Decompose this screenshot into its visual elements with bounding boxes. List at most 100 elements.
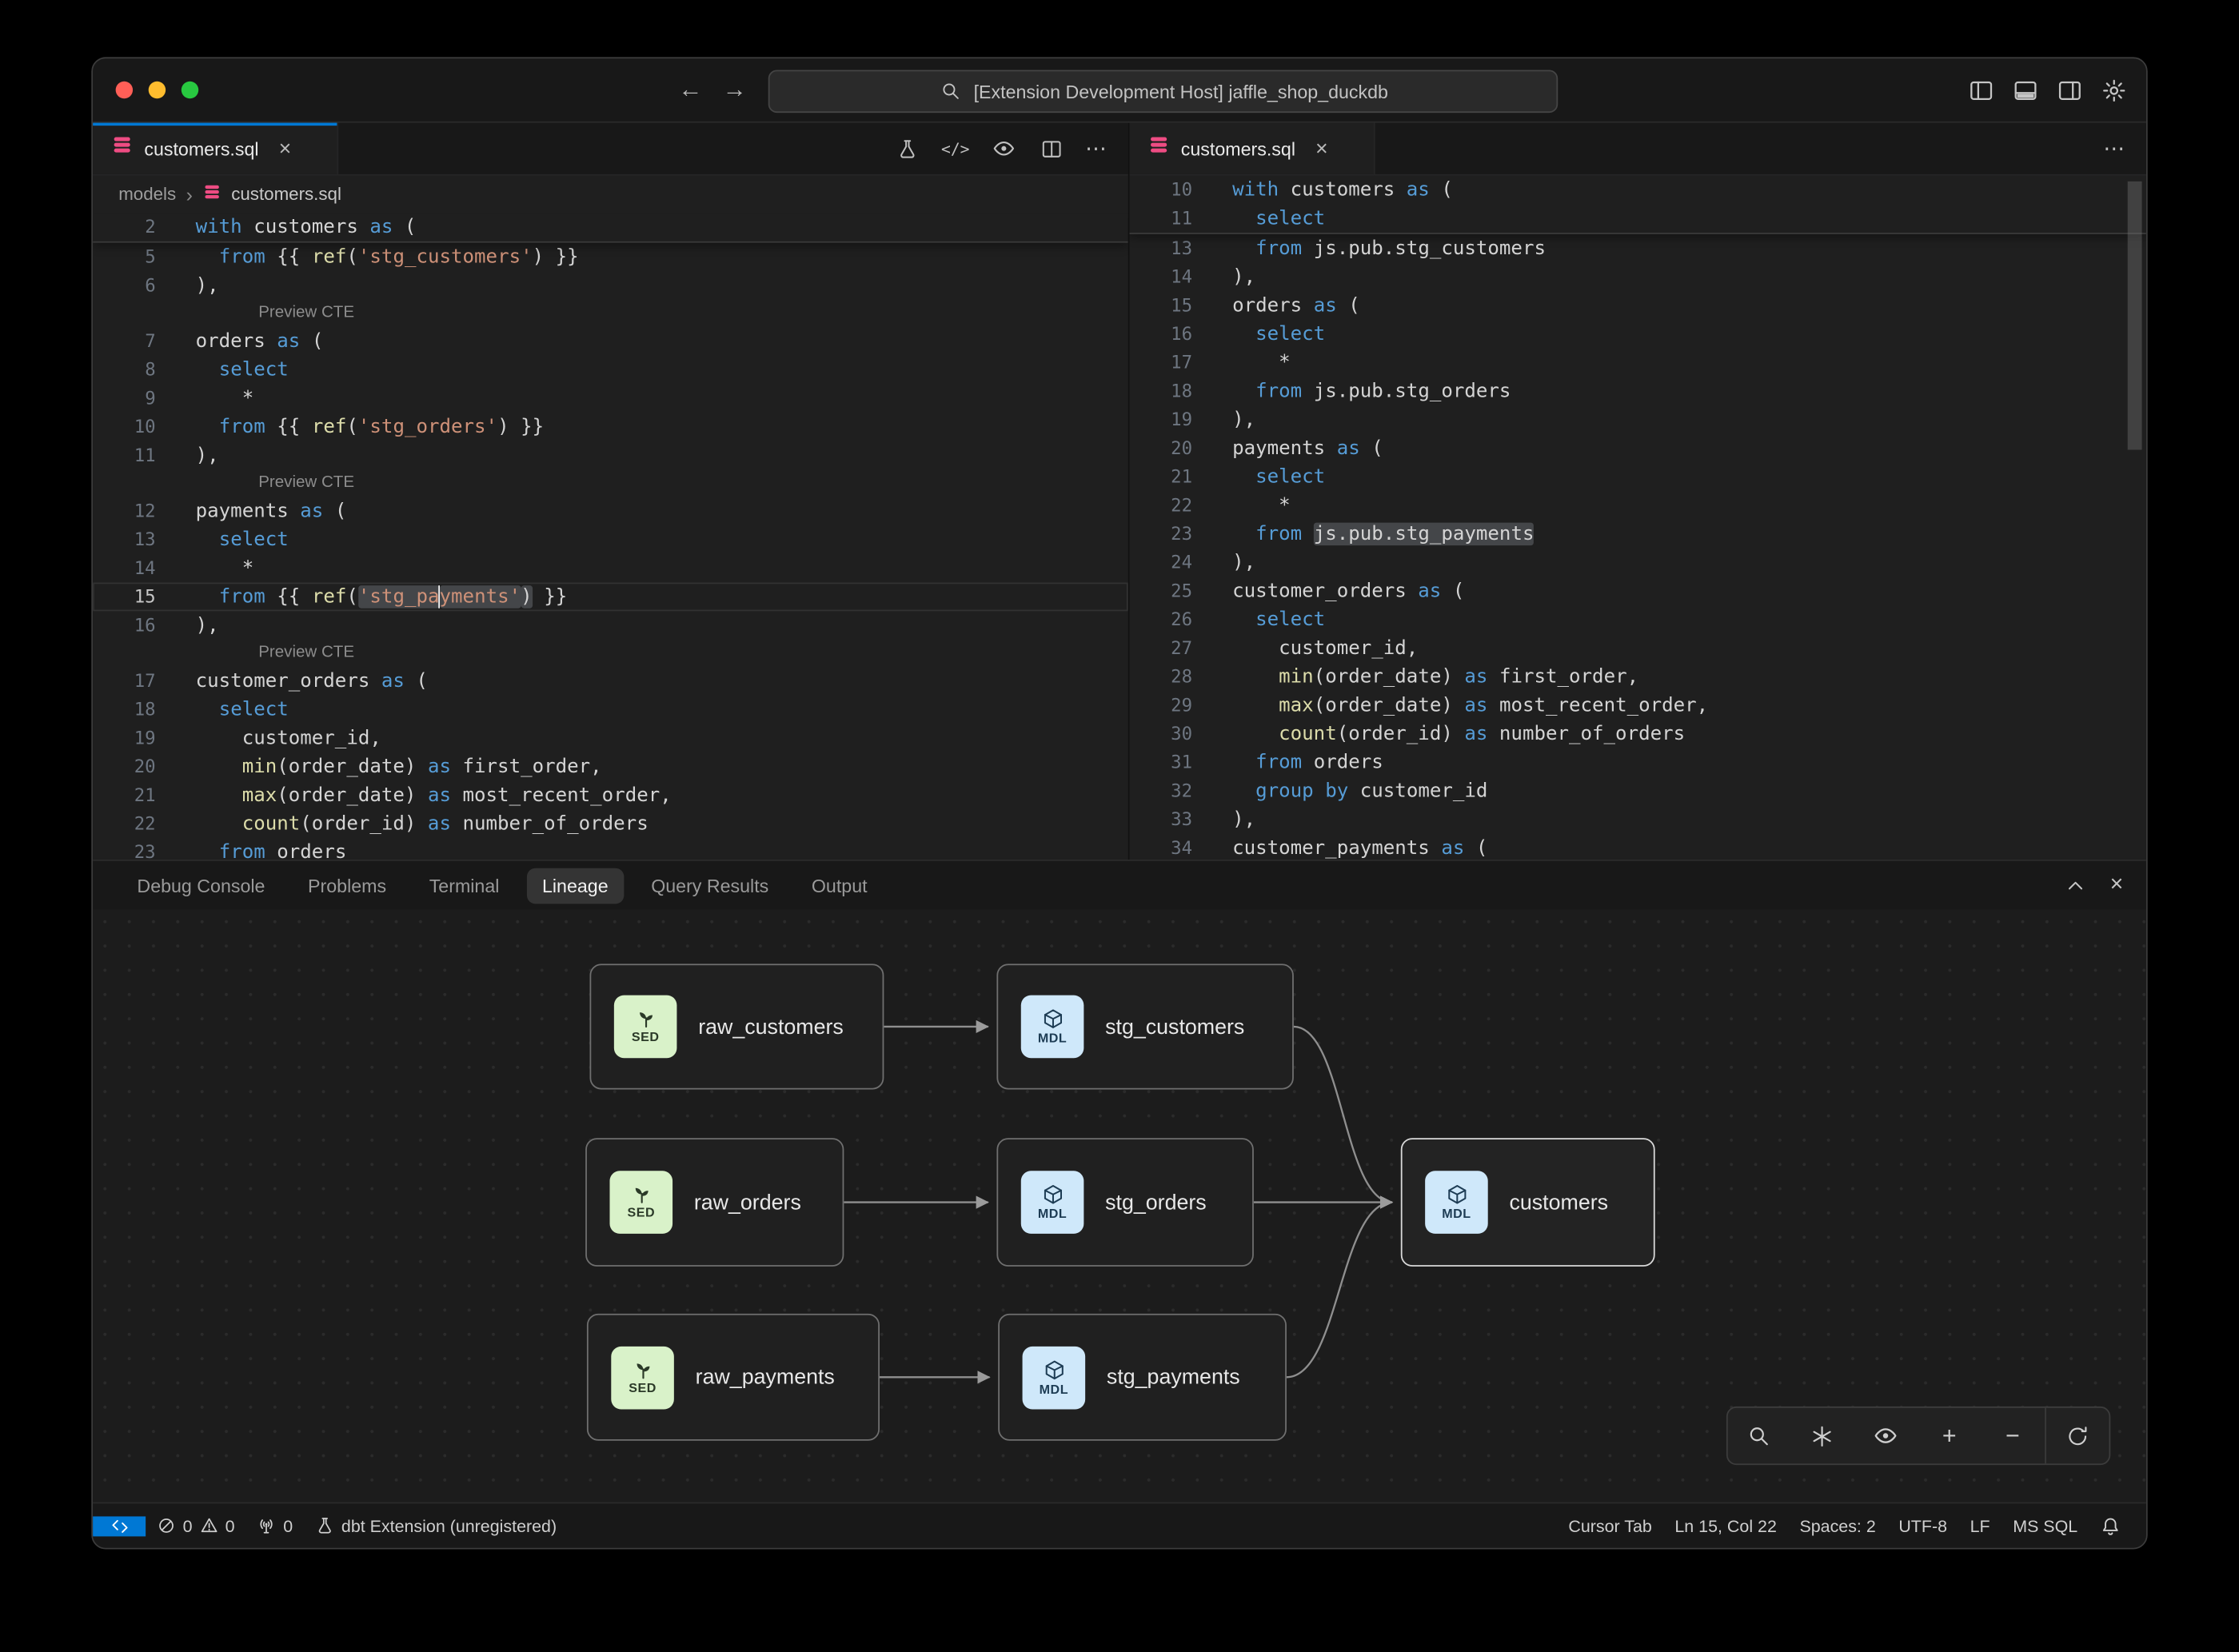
chevron-up-icon[interactable] <box>2063 872 2089 898</box>
editor-group-container: customers.sql × </> <box>93 123 2146 860</box>
code-line: 11), <box>93 441 1128 470</box>
status-bar: 0 0 0 dbt Extension (unregistered) Curso… <box>93 1502 2146 1548</box>
visibility-eye-icon[interactable] <box>1854 1408 1918 1464</box>
search-icon[interactable] <box>1728 1408 1791 1464</box>
code-editor-right[interactable]: 10with customers as (11 select 13 from j… <box>1129 176 2145 860</box>
lineage-node-stg_payments[interactable]: MDLstg_payments <box>998 1314 1287 1441</box>
zoom-window-button[interactable] <box>182 82 198 98</box>
code-line: 16 select <box>1129 320 2145 349</box>
code-text: from js.pub.stg_customers <box>1232 234 1546 263</box>
code-lens-preview-cte[interactable]: Preview CTE <box>258 640 354 667</box>
code-lens-preview-cte[interactable]: Preview CTE <box>258 300 354 327</box>
panel-tab-query-results[interactable]: Query Results <box>636 868 784 904</box>
code-lens-row[interactable]: Preview CTE <box>93 300 1128 327</box>
line-number: 20 <box>1129 434 1192 463</box>
ports-status[interactable]: 0 <box>246 1516 305 1536</box>
line-number: 32 <box>1129 776 1192 805</box>
lineage-node-raw_orders[interactable]: SEDraw_orders <box>585 1138 844 1267</box>
zoom-out-icon[interactable]: − <box>1981 1408 2044 1464</box>
panel-tab-lineage[interactable]: Lineage <box>526 868 624 904</box>
status-item-lf[interactable]: LF <box>1958 1516 2002 1536</box>
bell-icon[interactable] <box>2089 1516 2132 1536</box>
lineage-node-stg_orders[interactable]: MDLstg_orders <box>996 1138 1253 1267</box>
preview-eye-icon[interactable] <box>991 136 1016 162</box>
line-number: 21 <box>1129 463 1192 492</box>
close-window-button[interactable] <box>116 82 133 98</box>
tab-customers-sql-compiled[interactable]: customers.sql × <box>1129 123 1375 174</box>
flask-icon[interactable] <box>894 136 920 162</box>
panel-tab-terminal[interactable]: Terminal <box>413 868 515 904</box>
lineage-node-customers[interactable]: MDLcustomers <box>1401 1138 1655 1267</box>
code-lens-preview-cte[interactable]: Preview CTE <box>258 469 354 497</box>
code-text: max(order_date) as most_recent_order, <box>196 781 672 810</box>
layout-sidebar-left-icon[interactable] <box>1968 77 1994 102</box>
layout-panel-icon[interactable] <box>2012 77 2037 102</box>
seed-icon: SED <box>614 996 677 1059</box>
line-number: 31 <box>1129 748 1192 777</box>
lineage-node-raw_payments[interactable]: SEDraw_payments <box>587 1314 880 1441</box>
vscode-window: ← → [Extension Development Host] jaffle_… <box>91 57 2147 1549</box>
lineage-canvas[interactable]: + − SEDraw_customersMDLstg_customersSEDr… <box>93 909 2146 1502</box>
panel-tab-debug-console[interactable]: Debug Console <box>122 868 281 904</box>
layout-sidebar-right-icon[interactable] <box>2056 77 2081 102</box>
close-tab-icon[interactable]: × <box>279 137 292 161</box>
code-text: orders as ( <box>196 327 324 356</box>
command-center-text: [Extension Development Host] jaffle_shop… <box>974 81 1388 102</box>
dbt-extension-status[interactable]: dbt Extension (unregistered) <box>304 1516 568 1536</box>
more-actions-icon[interactable]: ⋯ <box>1085 136 1108 162</box>
code-line: 13 from js.pub.stg_customers <box>1129 234 2145 263</box>
code-text: from {{ ref('stg_orders') }} <box>196 413 545 441</box>
refresh-icon[interactable] <box>2045 1408 2109 1464</box>
panel-tab-output[interactable]: Output <box>796 868 883 904</box>
status-item-spaces-2[interactable]: Spaces: 2 <box>1788 1516 1887 1536</box>
zoom-in-icon[interactable]: + <box>1918 1408 1981 1464</box>
status-item-ms-sql[interactable]: MS SQL <box>2002 1516 2089 1536</box>
breadcrumb-models[interactable]: models <box>118 184 176 204</box>
back-arrow-icon[interactable]: ← <box>678 76 702 105</box>
code-text: from {{ ref('stg_payments') }} <box>196 583 568 612</box>
minimize-window-button[interactable] <box>149 82 166 98</box>
search-icon <box>938 78 964 104</box>
code-line: 18 select <box>93 696 1128 724</box>
tab-label: customers.sql <box>144 138 258 159</box>
more-actions-icon[interactable]: ⋯ <box>2103 136 2126 162</box>
close-tab-icon[interactable]: × <box>1315 137 1328 161</box>
lineage-node-raw_customers[interactable]: SEDraw_customers <box>589 964 884 1089</box>
code-lens-row[interactable]: Preview CTE <box>93 469 1128 497</box>
forward-arrow-icon[interactable]: → <box>723 76 747 105</box>
split-editor-icon[interactable] <box>1038 136 1064 162</box>
tab-label: customers.sql <box>1181 138 1295 159</box>
code-editor-left[interactable]: 2with customers as ( 5 from {{ ref('stg_… <box>93 213 1128 860</box>
command-center-search[interactable]: [Extension Development Host] jaffle_shop… <box>768 70 1558 113</box>
breadcrumb-file[interactable]: customers.sql <box>231 184 341 204</box>
problems-status[interactable]: 0 0 <box>146 1516 246 1536</box>
status-item-cursor-tab[interactable]: Cursor Tab <box>1557 1516 1663 1536</box>
status-item-utf-8[interactable]: UTF-8 <box>1887 1516 1958 1536</box>
compile-code-icon[interactable]: </> <box>941 139 969 158</box>
bottom-panel: Debug Console Problems Terminal Lineage Quer… <box>93 860 2146 1502</box>
code-line: 15orders as ( <box>1129 291 2145 320</box>
line-number: 22 <box>1129 491 1192 520</box>
fit-view-icon[interactable] <box>1791 1408 1854 1464</box>
node-label: stg_customers <box>1105 1015 1244 1039</box>
panel-tab-problems[interactable]: Problems <box>292 868 401 904</box>
model-icon: MDL <box>1023 1346 1086 1409</box>
code-line: 17 * <box>1129 349 2145 377</box>
tab-customers-sql[interactable]: customers.sql × <box>93 123 338 174</box>
line-number: 21 <box>93 781 156 810</box>
status-item-ln-15-col-22[interactable]: Ln 15, Col 22 <box>1663 1516 1788 1536</box>
remote-indicator[interactable] <box>93 1516 146 1536</box>
line-number: 2 <box>93 213 156 241</box>
settings-gear-icon[interactable] <box>2101 77 2126 102</box>
dbt-extension-icon <box>316 1516 334 1534</box>
code-text: customer_orders as ( <box>1232 577 1464 605</box>
line-number: 12 <box>93 497 156 525</box>
breadcrumb[interactable]: models › customers.sql <box>93 176 1128 213</box>
close-panel-icon[interactable]: × <box>2110 872 2124 898</box>
code-lens-row[interactable]: Preview CTE <box>93 640 1128 667</box>
scrollbar-thumb[interactable] <box>2128 182 2142 450</box>
lineage-node-stg_customers[interactable]: MDLstg_customers <box>996 964 1293 1089</box>
title-bar: ← → [Extension Development Host] jaffle_… <box>93 58 2146 122</box>
sql-file-icon <box>203 183 222 206</box>
